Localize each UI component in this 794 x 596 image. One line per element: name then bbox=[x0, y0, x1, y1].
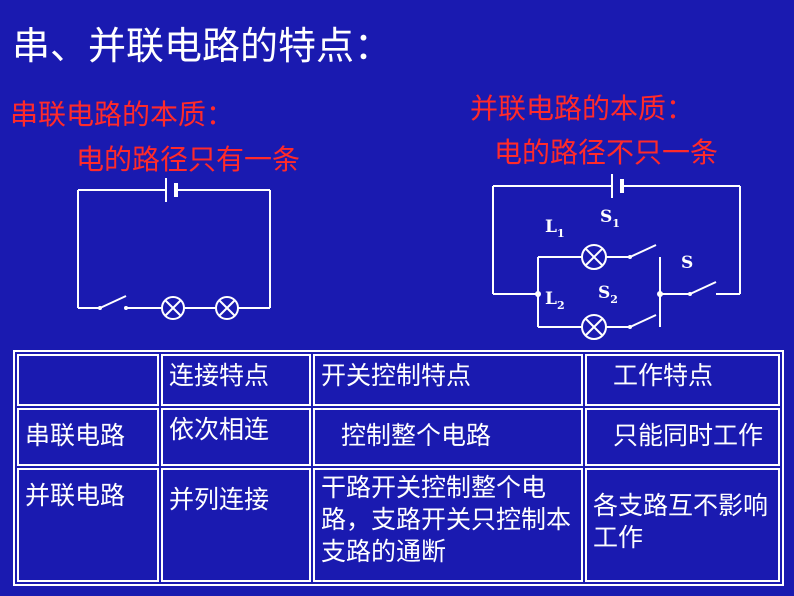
header-working: 工作特点 bbox=[585, 354, 780, 406]
parallel-lamp-l1 bbox=[581, 244, 607, 270]
parallel-main-switch bbox=[689, 281, 717, 295]
series-switch-contact bbox=[124, 306, 128, 310]
label-l2: L2 bbox=[545, 289, 565, 312]
parallel-junction-left bbox=[535, 291, 541, 297]
series-heading: 串联电路的本质： bbox=[10, 98, 235, 131]
parallel-switch-s2 bbox=[629, 314, 657, 328]
slide-title: 串、并联电路的特点： bbox=[12, 24, 393, 68]
series-essence: 电的路径只有一条 bbox=[76, 143, 301, 176]
table-header-row: 连接特点 开关控制特点 工作特点 bbox=[17, 354, 780, 406]
row-series-connection: 依次相连 bbox=[161, 408, 311, 466]
parallel-lamp-l2 bbox=[581, 314, 607, 340]
row-series-working: 只能同时工作 bbox=[585, 408, 780, 466]
label-s: S bbox=[681, 253, 693, 273]
label-s2: S2 bbox=[598, 283, 618, 306]
label-s1: S1 bbox=[600, 207, 620, 230]
row-parallel-name: 并联电路 bbox=[17, 468, 159, 582]
parallel-essence: 电的路径不只一条 bbox=[494, 136, 719, 169]
series-switch bbox=[99, 295, 127, 309]
row-parallel-connection: 并列连接 bbox=[161, 468, 311, 582]
row-series-switch-control: 控制整个电路 bbox=[313, 408, 583, 466]
table-row-parallel: 并联电路 并列连接 干路开关控制整个电路，支路开关只控制本支路的通断 各支路互不… bbox=[17, 468, 780, 582]
parallel-junction-right bbox=[657, 291, 663, 297]
row-parallel-switch-control: 干路开关控制整个电路，支路开关只控制本支路的通断 bbox=[313, 468, 583, 582]
header-connection: 连接特点 bbox=[161, 354, 311, 406]
header-switch-control: 开关控制特点 bbox=[313, 354, 583, 406]
row-series-name: 串联电路 bbox=[17, 408, 159, 466]
parallel-s-pivot bbox=[688, 292, 692, 296]
series-switch-pivot bbox=[98, 306, 102, 310]
table-row-series: 串联电路 依次相连 控制整个电路 只能同时工作 bbox=[17, 408, 780, 466]
label-l1: L1 bbox=[545, 217, 565, 240]
comparison-table: 连接特点 开关控制特点 工作特点 串联电路 依次相连 控制整个电路 只能同时工作… bbox=[13, 350, 784, 586]
header-empty-cell bbox=[17, 354, 159, 406]
parallel-heading: 并联电路的本质： bbox=[470, 92, 695, 125]
parallel-s2-pivot bbox=[628, 325, 632, 329]
parallel-s1-pivot bbox=[628, 255, 632, 259]
row-parallel-working: 各支路互不影响工作 bbox=[585, 468, 780, 582]
parallel-switch-s1 bbox=[629, 244, 657, 258]
